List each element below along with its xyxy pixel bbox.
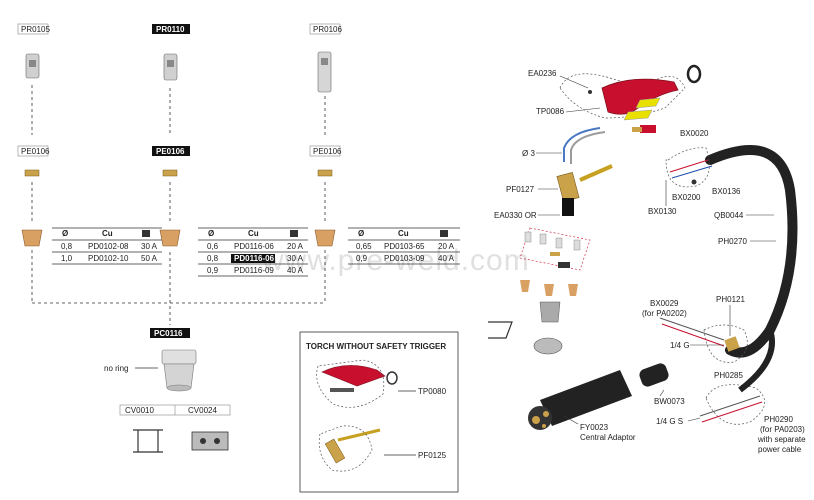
label-ph0290: PH0290: [764, 415, 793, 424]
inset-pf-label: PF0125: [418, 451, 447, 460]
electrode-right-label: PE0106: [313, 147, 342, 156]
electrode-left-image: [24, 169, 40, 177]
tip-table-right: Ø Cu 0,65 PD0103-65 20 A 0,9 PD0103-09 4…: [348, 227, 460, 265]
label-ph0290-note1: (for PA0203): [760, 425, 805, 434]
table-cell: 0,65: [356, 242, 372, 251]
nozzle-right-image: [317, 51, 332, 93]
nozzle-center-image: [163, 53, 178, 81]
watermark: www.pre-weld.com: [261, 244, 530, 277]
label-bx0029: BX0029: [650, 299, 679, 308]
tip-table-center: Ø Cu 0,6 PD0116-06 20 A 0,8 PD0116-06 30…: [198, 227, 308, 277]
label-ea0236: EA0236: [528, 69, 557, 78]
table-cell: 20 A: [438, 242, 455, 251]
spacer-cv0024-image: [191, 431, 229, 451]
label-bx0020: BX0020: [680, 129, 709, 138]
label-ph0290-note2: with separate: [757, 435, 806, 444]
label-bx0029-note: (for PA0202): [642, 309, 687, 318]
nozzle-left-image: [25, 53, 40, 79]
table-cell: 30 A: [141, 242, 158, 251]
nozzle-center-label: PR0110: [156, 25, 185, 34]
table-cell: PD0102-08: [88, 242, 129, 251]
consumables-group: [488, 227, 591, 355]
tip-center-image: [159, 229, 181, 247]
table-cell: 0,9: [207, 266, 219, 275]
svg-text:Cu: Cu: [102, 229, 113, 238]
label-ph0290-note3: power cable: [758, 445, 802, 454]
label-14g: 1/4 G: [670, 341, 690, 350]
inset-trigger-image: [316, 359, 398, 408]
label-bx0200: BX0200: [672, 193, 701, 202]
table-cell: 30 A: [287, 254, 304, 263]
electrode-right-image: [317, 169, 333, 177]
svg-text:Cu: Cu: [248, 229, 259, 238]
torch-head-image: [556, 164, 613, 216]
electrode-center-image: [162, 169, 178, 177]
table-cell: 40 A: [438, 254, 455, 263]
label-ph0285: PH0285: [714, 371, 743, 380]
table-cell: 0,6: [207, 242, 219, 251]
label-qb0044: QB0044: [714, 211, 744, 220]
electrode-center-label: PE0106: [156, 147, 185, 156]
table-cell: 50 A: [141, 254, 158, 263]
label-ph0121: PH0121: [716, 295, 745, 304]
spacer-label-2: CV0024: [188, 406, 217, 415]
torch-cable: [705, 145, 798, 358]
label-pf0127: PF0127: [506, 185, 535, 194]
spacer-label-1: CV0010: [125, 406, 154, 415]
table-cell: PD0103-65: [384, 242, 425, 251]
nozzle-left-label: PR0105: [21, 25, 50, 34]
table-cell: PD0116-06: [234, 242, 274, 251]
tip-right-image: [314, 229, 336, 247]
table-cell: 0,8: [61, 242, 73, 251]
svg-text:Cu: Cu: [398, 229, 409, 238]
label-ph0270: PH0270: [718, 237, 747, 246]
label-bx0130: BX0130: [648, 207, 677, 216]
tip-left-image: [21, 229, 43, 247]
no-ring-label: no ring: [104, 364, 128, 373]
table-cell: 20 A: [287, 242, 304, 251]
table-cell: 40 A: [287, 266, 304, 275]
inset-panel: [299, 331, 459, 493]
label-o3: Ø 3: [522, 149, 535, 158]
table-cell: PD0103-09: [384, 254, 425, 263]
svg-text:Ø: Ø: [208, 229, 214, 238]
svg-text:Ø: Ø: [62, 229, 68, 238]
table-cell-highlight: PD0116-06: [234, 254, 275, 263]
label-bx0136: BX0136: [712, 187, 741, 196]
table-cell: PD0102-10: [88, 254, 129, 263]
tip-table-left: Ø Cu 0,8 PD0102-08 30 A 1,0 PD0102-10 50…: [52, 227, 162, 265]
label-ea0330: EA0330 OR: [494, 211, 537, 220]
table-cell: PD0116-09: [234, 266, 274, 275]
torch-handle-image: [559, 64, 702, 121]
label-bw0073: BW0073: [654, 397, 685, 406]
connector-bx0020-image: [632, 125, 656, 133]
table-cell: 0,9: [356, 254, 368, 263]
label-fy0023: FY0023: [580, 423, 609, 432]
table-cell: 1,0: [61, 254, 73, 263]
svg-text:Ø: Ø: [358, 229, 364, 238]
inset-torch-head-image: [318, 425, 381, 472]
shield-code-label: PC0116: [154, 329, 183, 338]
label-14gs: 1/4 G S: [656, 417, 683, 426]
spacer-cv0010-image: [133, 429, 163, 453]
electrode-left-label: PE0106: [21, 147, 50, 156]
table-cell: 0,8: [207, 254, 219, 263]
inset-title: TORCH WITHOUT SAFETY TRIGGER: [306, 342, 446, 351]
inset-tp-label: TP0080: [418, 387, 447, 396]
shield-cup-image: [161, 349, 197, 392]
nozzle-right-label: PR0106: [313, 25, 342, 34]
label-fy0023-note: Central Adaptor: [580, 433, 636, 442]
central-adaptor-image: [528, 363, 669, 430]
label-tp0086: TP0086: [536, 107, 565, 116]
